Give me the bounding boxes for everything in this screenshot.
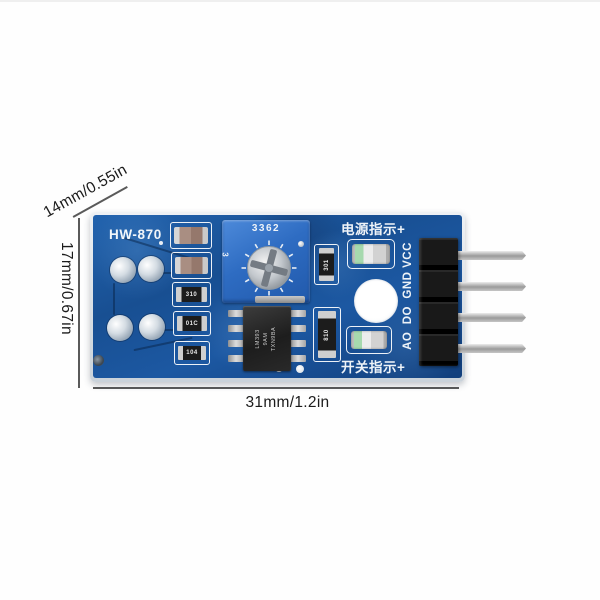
smd-resistor-body: 810 <box>318 311 336 358</box>
silkscreen-switch-label: 开关指示+ <box>341 360 406 375</box>
smd-capacitor-body <box>174 227 208 244</box>
header-pin <box>448 313 526 322</box>
pcb-board-edge: HW-870 310 01C 104 3362 3 <box>90 212 526 382</box>
via-pad <box>93 355 104 366</box>
smd-resistor-body: 104 <box>178 346 206 360</box>
potentiometer-side-marking: 3 <box>220 252 230 257</box>
dimension-line-width <box>93 387 459 389</box>
potentiometer-marking: 3362 <box>251 223 281 234</box>
smd-resistor: 01C <box>173 311 211 336</box>
chip-leg <box>290 325 306 332</box>
smd-resistor-marking: 810 <box>323 328 330 341</box>
smd-resistor: 310 <box>172 282 211 307</box>
status-led <box>346 326 392 354</box>
smd-resistor-body: 310 <box>176 287 207 302</box>
chip-leg <box>228 340 244 347</box>
chip-leg <box>290 355 306 362</box>
pcb-trace <box>157 329 174 331</box>
smd-resistor: 810 <box>313 307 341 362</box>
smd-resistor: 301 <box>314 244 339 285</box>
header-pin <box>448 282 526 291</box>
header-pin <box>448 344 526 353</box>
chip-marking-line: 9AM <box>263 332 270 346</box>
chip-leg <box>290 340 306 347</box>
pin-labels: AO DO GND VCC <box>402 242 414 350</box>
smd-resistor-body: 01C <box>177 316 207 331</box>
mounting-hole <box>354 279 398 323</box>
smd-resistor-body: 301 <box>319 248 334 281</box>
dimension-label-width: 31mm/1.2in <box>245 394 330 411</box>
smd-capacitor-body <box>175 257 208 274</box>
smd-resistor: 104 <box>174 341 210 365</box>
silkscreen-dot <box>159 241 163 245</box>
silkscreen-power-label: 电源指示+ <box>341 222 406 237</box>
smd-capacitor <box>170 222 212 249</box>
smd-capacitor <box>171 252 212 279</box>
potentiometer-contact-strip <box>255 296 305 303</box>
board-model-label: HW-870 <box>109 227 162 242</box>
smd-resistor-marking: 301 <box>323 258 330 271</box>
chip-marking: LM393 9AM TXN9BA <box>255 309 279 369</box>
pcb-trace <box>159 272 172 274</box>
dimension-line-height <box>78 218 80 388</box>
probe-pad <box>138 256 164 282</box>
chip-leg <box>228 310 244 317</box>
power-led-body <box>352 244 390 264</box>
via-pad <box>296 365 304 373</box>
power-led <box>347 239 395 269</box>
chip-leg <box>228 355 244 362</box>
probe-pad <box>107 315 133 341</box>
pcb-trace <box>113 283 115 315</box>
potentiometer-dial-icon <box>241 240 297 296</box>
dimension-label-height: 17mm/0.67in <box>58 242 75 335</box>
probe-pad <box>110 257 136 283</box>
header-pin <box>448 251 526 260</box>
chip-marking-line: LM393 <box>255 329 262 349</box>
potentiometer: 3362 3 <box>220 220 310 303</box>
chip-leg <box>290 310 306 317</box>
probe-pad <box>139 314 165 340</box>
pin-header <box>419 238 458 366</box>
pcb-board: HW-870 310 01C 104 3362 3 <box>93 215 526 378</box>
potentiometer-index-dot <box>298 241 304 247</box>
chip-leg <box>228 325 244 332</box>
status-led-body <box>351 331 387 349</box>
image-top-border <box>0 0 600 2</box>
comparator-chip <box>243 306 291 371</box>
chip-marking-line: TXN9BA <box>270 326 277 352</box>
